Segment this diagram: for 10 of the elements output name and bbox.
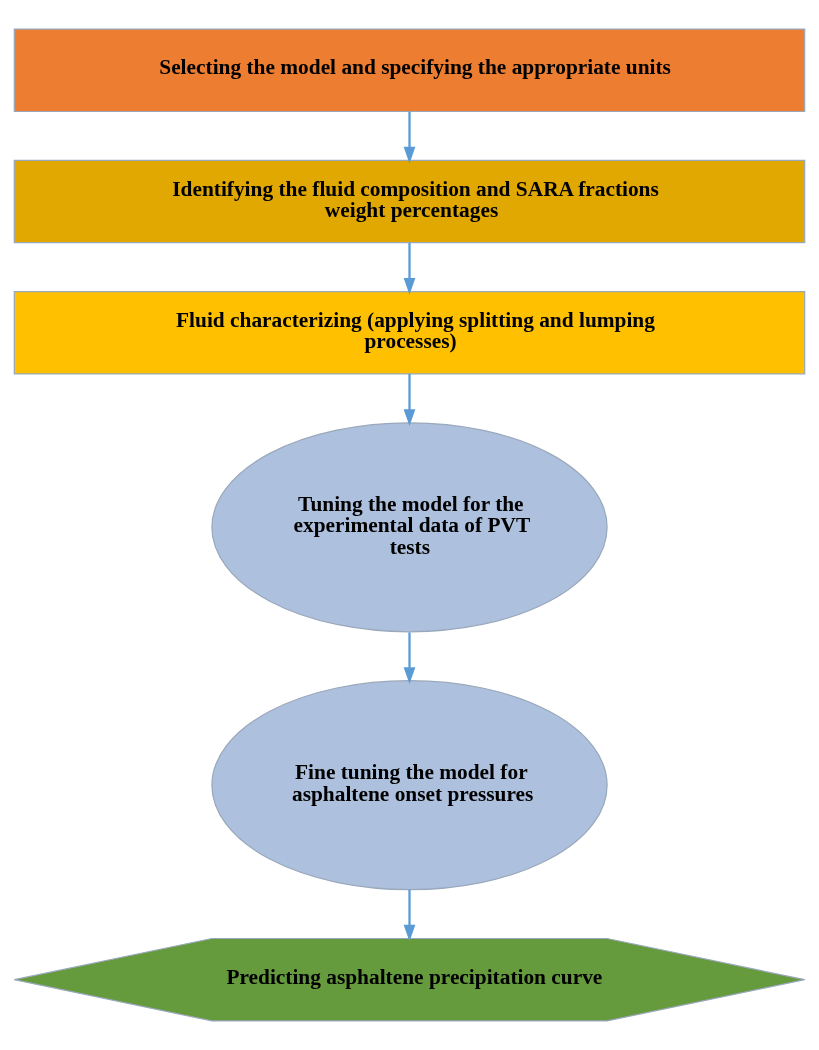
arrow bbox=[403, 373, 416, 426]
node-box: Selecting the model and specifying the appropriate units bbox=[13, 28, 806, 113]
node-ellipse: Fine tuning the model for asphaltene onset pressures bbox=[211, 680, 608, 891]
arrow bbox=[403, 242, 416, 295]
node-ellipse: Tuning the model for the experimental data of PVT tests bbox=[211, 422, 608, 633]
node-box: Identifying the fluid composition and SARA fractions weight percentages bbox=[13, 159, 806, 244]
arrow bbox=[403, 889, 416, 942]
arrow bbox=[403, 632, 416, 684]
arrow bbox=[403, 111, 416, 164]
node-box: Fluid characterizing (applying splitting and lumping processes) bbox=[13, 290, 806, 375]
